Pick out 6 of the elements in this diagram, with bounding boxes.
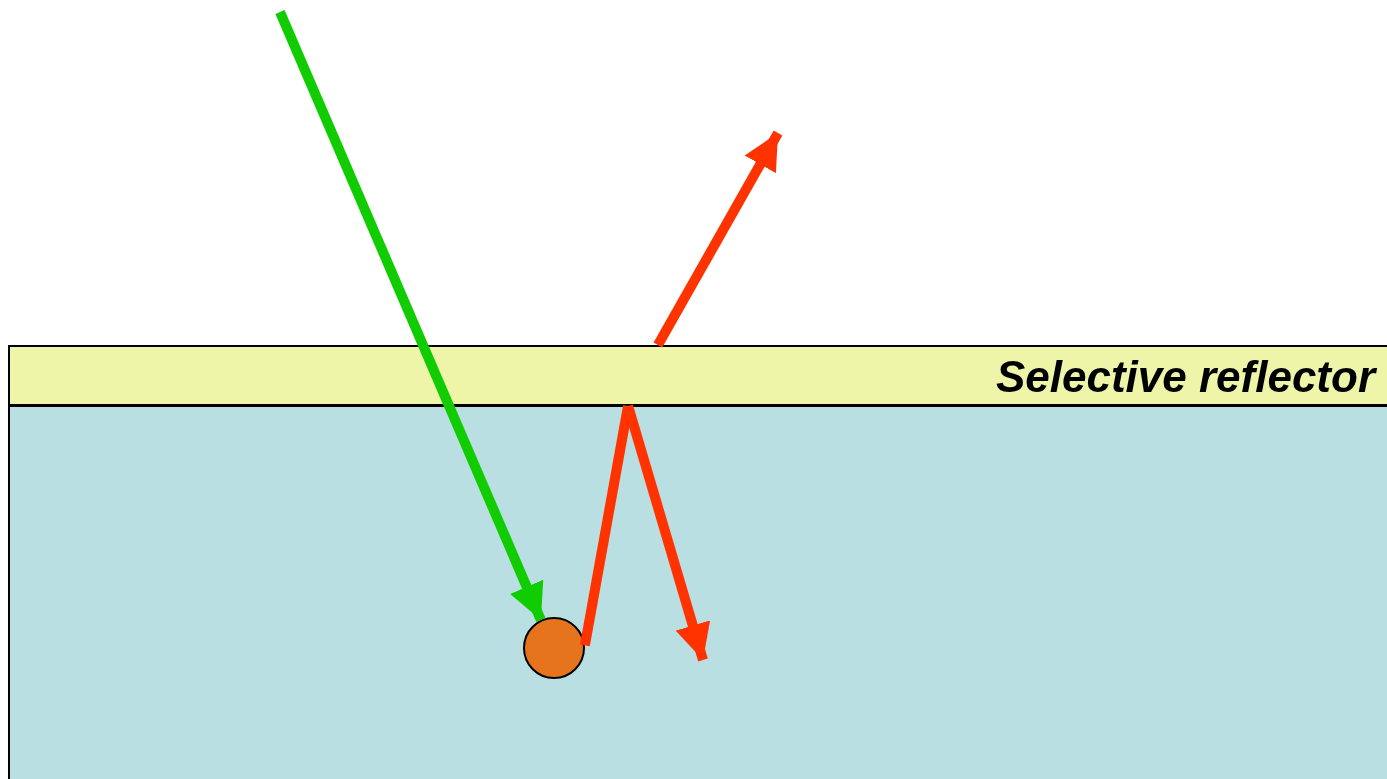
medium-region [8, 405, 1387, 779]
layer-label: Selective reflector [995, 353, 1375, 401]
light-ray-arrow [275, 10, 546, 622]
reflector-layer [8, 345, 1387, 406]
particle-circle [523, 617, 585, 679]
light-ray-arrow [653, 130, 783, 348]
